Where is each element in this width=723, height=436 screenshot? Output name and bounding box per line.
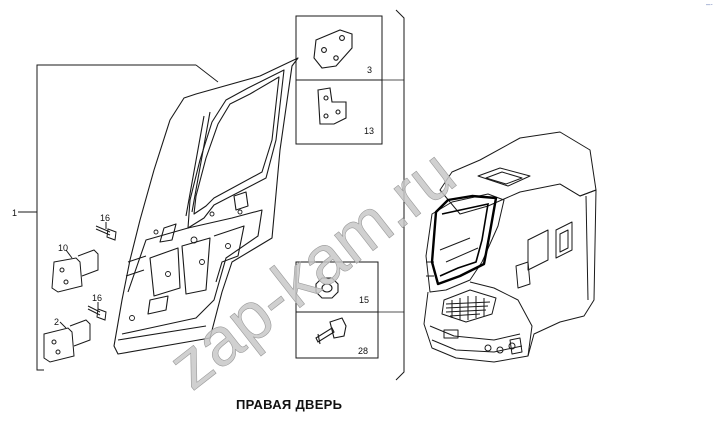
callout-hinge-lower: 2 <box>54 317 59 327</box>
door-holes <box>129 209 243 321</box>
truck-cab <box>423 131 597 363</box>
bracket-plate-3 <box>313 29 353 69</box>
corner-mark: –· <box>706 0 714 9</box>
bracket-plate-13 <box>317 87 347 125</box>
callout-bolt-lower: 16 <box>92 293 102 303</box>
nut-15 <box>315 277 339 299</box>
upper-hinge <box>51 249 99 293</box>
cab-door-highlight <box>430 194 498 286</box>
nut-15-label: 15 <box>359 295 369 305</box>
cab-group-bracket <box>395 9 405 381</box>
door-leader-diagonal <box>195 64 219 83</box>
bracket-3-label: 3 <box>367 65 372 75</box>
bolt-28 <box>315 317 347 345</box>
lower-bolt <box>87 302 107 321</box>
upper-bolt <box>95 222 117 241</box>
lower-hinge <box>43 319 91 363</box>
callout-door-assembly: 1 <box>12 208 17 218</box>
brackets-panel: 3 13 <box>295 15 383 145</box>
door-group-bracket <box>18 64 44 371</box>
cab-door-highlight-inner <box>439 202 489 277</box>
bolt-28-label: 28 <box>358 346 368 356</box>
callout-hinge-upper: 10 <box>58 243 68 253</box>
door-panel <box>113 57 299 355</box>
fasteners-panel: 15 28 <box>295 261 379 359</box>
diagram-caption: ПРАВАЯ ДВЕРЬ <box>236 397 343 412</box>
callout-bolt-upper: 16 <box>100 213 110 223</box>
bracket-13-label: 13 <box>364 126 374 136</box>
